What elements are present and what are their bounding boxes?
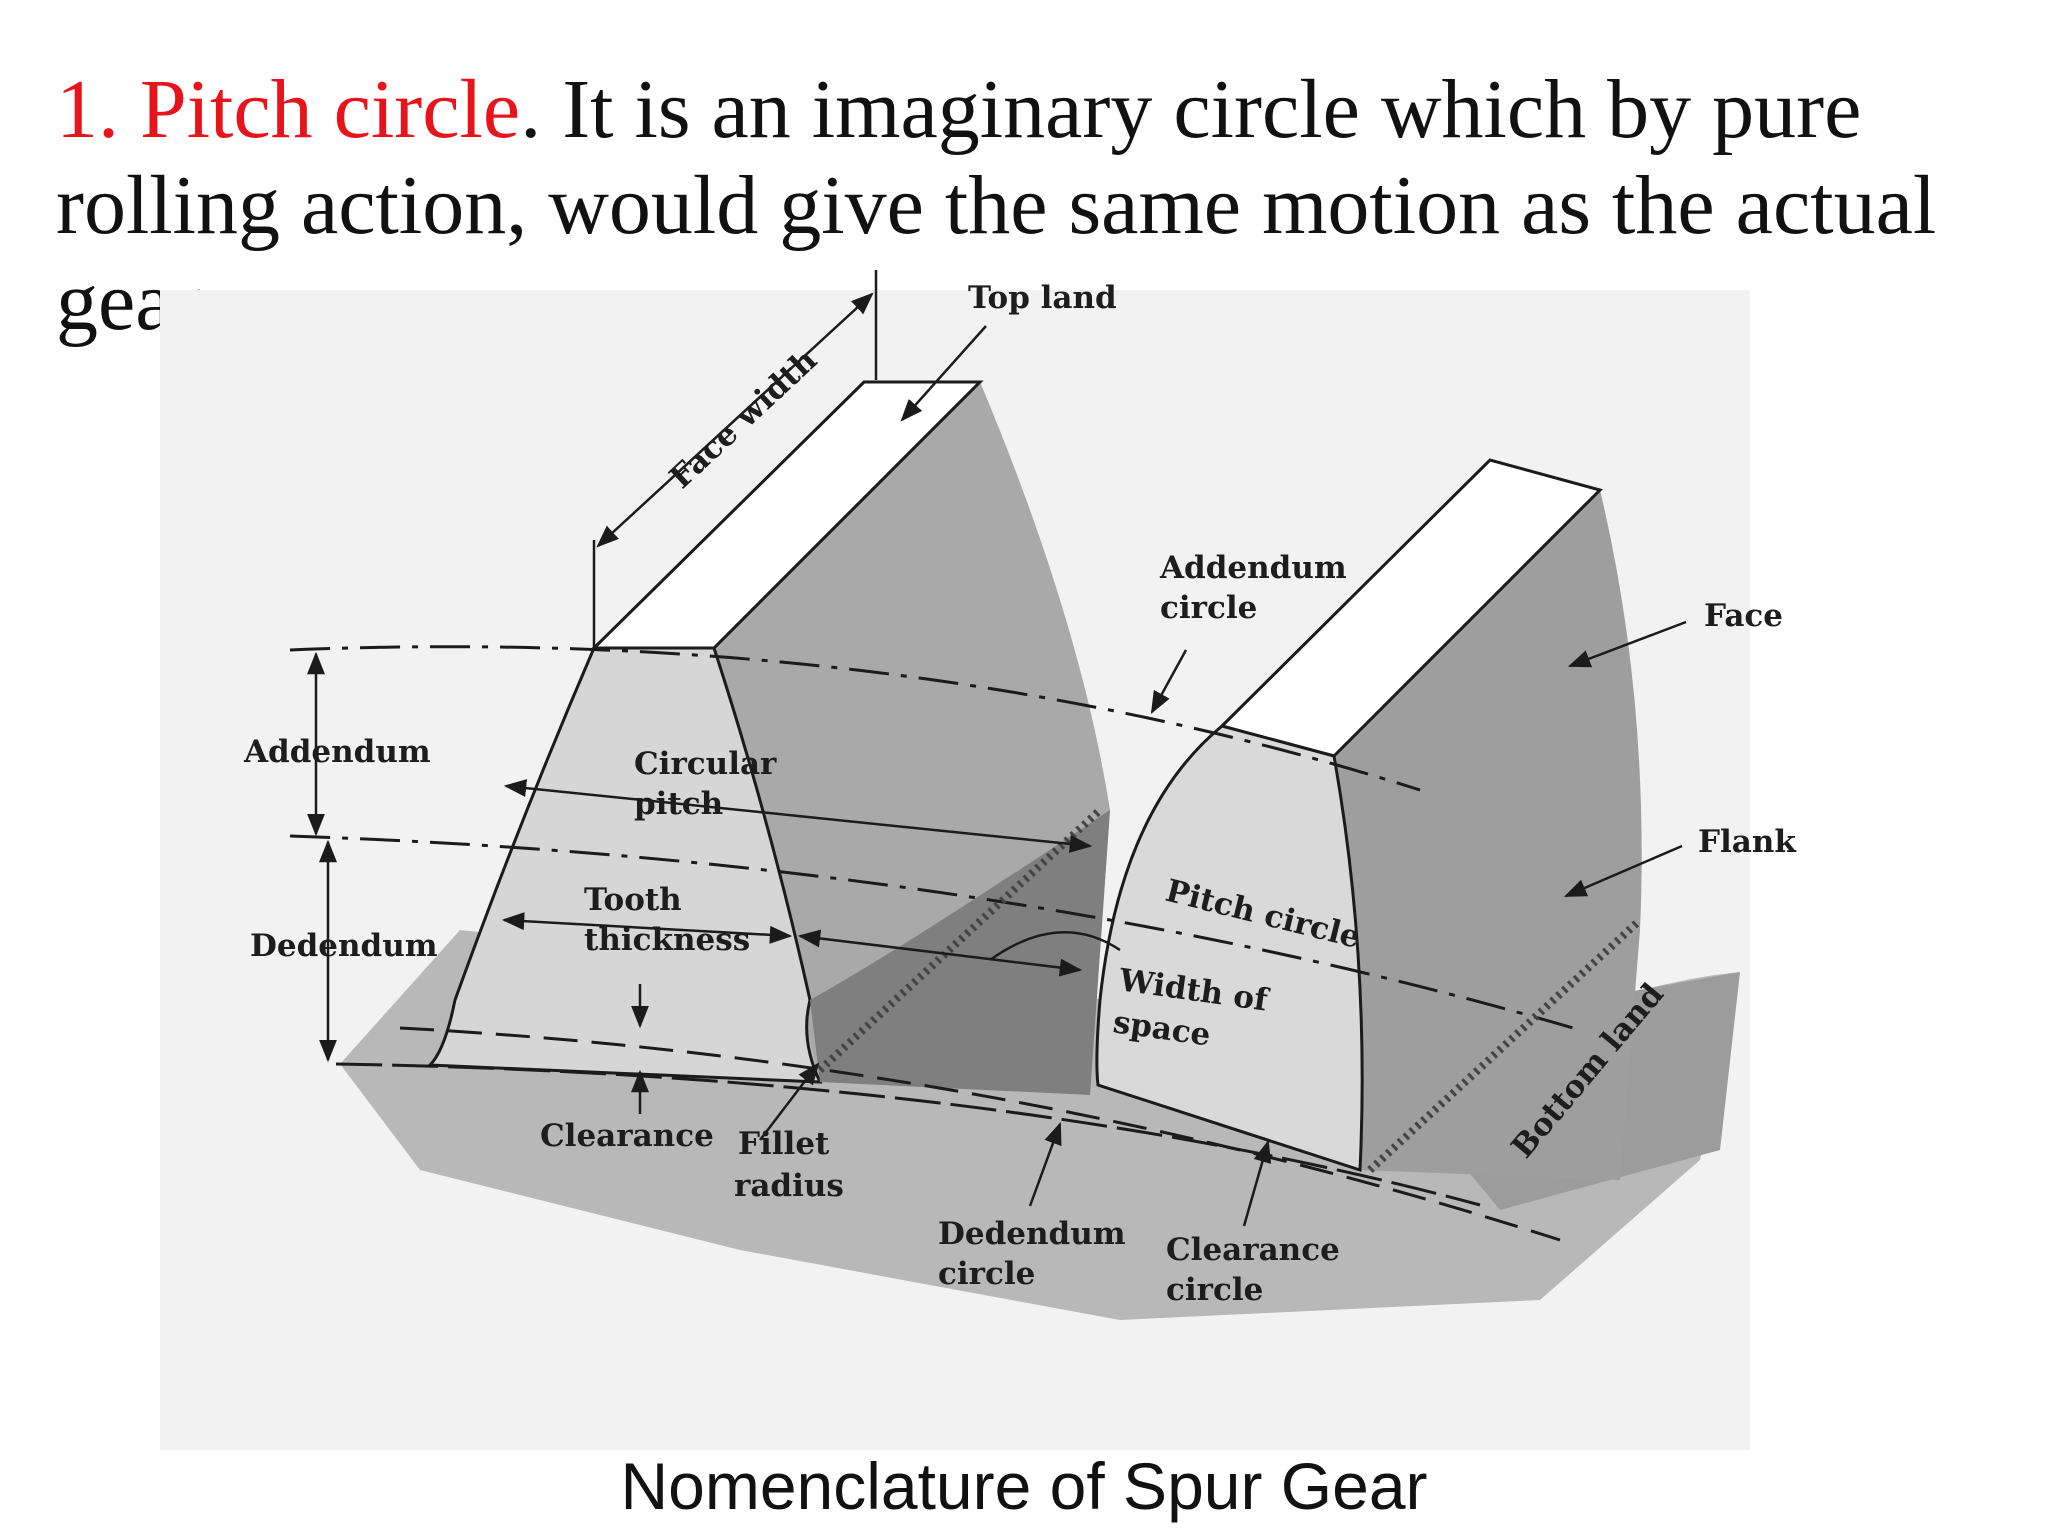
- addendum-circle-line: [289, 645, 1421, 792]
- dedendum-circle-leader: [1028, 1121, 1062, 1207]
- heading: 1. Pitch circle. It is an imaginary circ…: [56, 62, 2016, 350]
- addendum-circle-leader: [1150, 649, 1188, 714]
- tooth-thickness-arrow: [501, 912, 793, 944]
- face-label: Face: [1704, 598, 1783, 634]
- clearance-circle-label-line2: circle: [1166, 1272, 1263, 1308]
- dedendum-circle-label-line1: Dedendum: [938, 1216, 1126, 1252]
- tooth-thickness-label-line1: Tooth: [584, 882, 682, 918]
- face-leader: [1567, 620, 1687, 668]
- heading-term: 1. Pitch circle: [56, 63, 521, 156]
- clearance-label: Clearance: [540, 1118, 714, 1154]
- top-land-leader: [900, 325, 987, 422]
- face-width-dimension: [596, 292, 874, 548]
- fillet-radius-label-line2: radius: [734, 1168, 844, 1204]
- circular-pitch-label-line2: pitch: [634, 786, 723, 822]
- addendum-label: Addendum: [243, 734, 431, 770]
- clearance-circle-leader: [1242, 1139, 1272, 1227]
- width-of-space-arrow: [797, 929, 1083, 977]
- circular-pitch-arrow: [503, 779, 1093, 853]
- top-land-label: Top land: [968, 280, 1117, 316]
- right-tooth-side: [1334, 490, 1642, 1180]
- figure-caption: Nomenclature of Spur Gear: [620, 1449, 1428, 1523]
- dedendum-circle-label-line2: circle: [938, 1256, 1035, 1292]
- dedendum-label: Dedendum: [250, 928, 438, 964]
- tooth-thickness-label-line2: thickness: [584, 922, 750, 958]
- right-tooth-face: [1095, 724, 1364, 1173]
- addendum-circle-label-line1: Addendum: [1159, 550, 1347, 586]
- circular-pitch-label-line1: Circular: [634, 746, 777, 782]
- heading-text: . It is an imaginary circle which by pur…: [56, 63, 1937, 348]
- fillet-radius-label-line1: Fillet: [738, 1126, 830, 1162]
- clearance-circle-line: [399, 1026, 1561, 1242]
- flank-label: Flank: [1698, 824, 1797, 860]
- fillet-hatch-right: [1367, 917, 1643, 1173]
- clearance-circle-label-line1: Clearance: [1166, 1232, 1340, 1268]
- flank-leader: [1563, 844, 1683, 898]
- fillet-radius-leader: [759, 1062, 820, 1141]
- pitch-circle-line: [289, 834, 1581, 1032]
- addendum-circle-label-line2: circle: [1160, 590, 1257, 626]
- width-of-space-leader: [989, 930, 1121, 962]
- dedendum-circle-line: [335, 1062, 1481, 1207]
